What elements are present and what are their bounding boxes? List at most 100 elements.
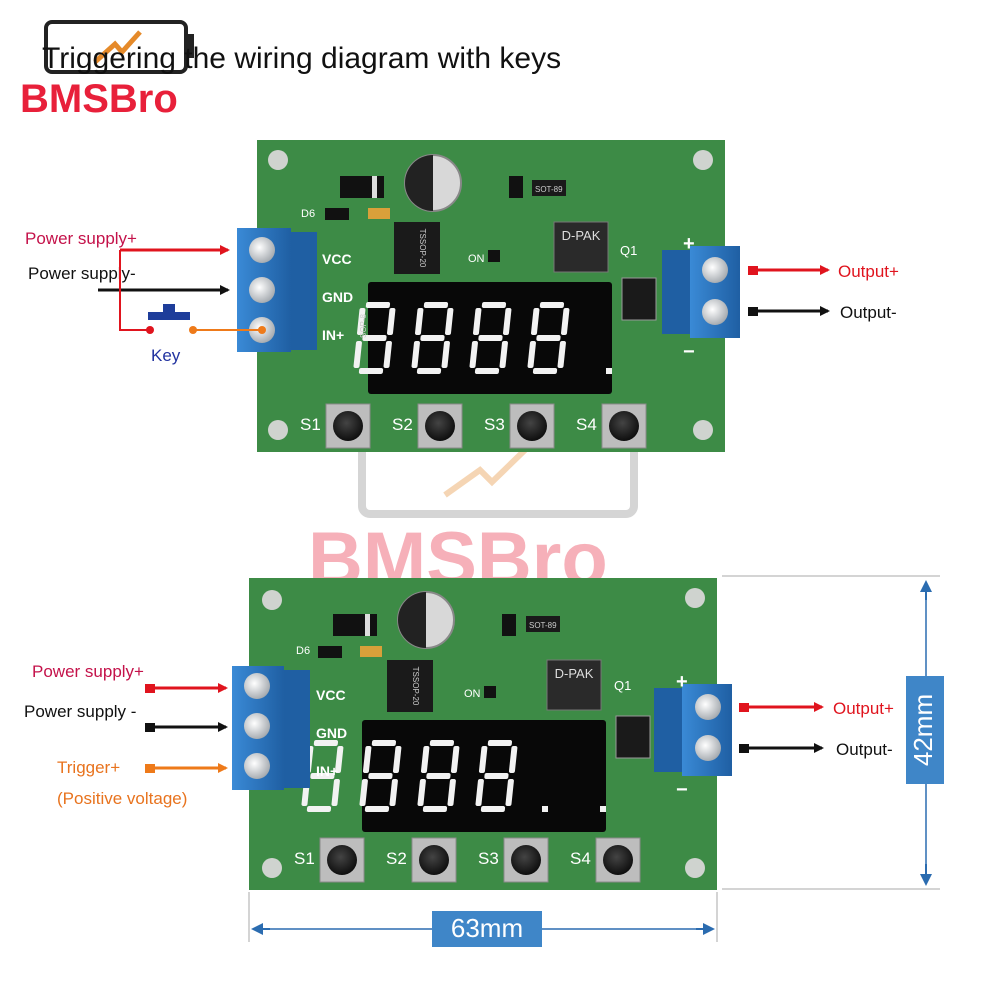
sma-diode	[621, 277, 657, 321]
seven-segment-digit	[527, 302, 612, 374]
segment	[371, 740, 397, 746]
push-button-s1[interactable]	[327, 845, 357, 875]
push-button-s3[interactable]	[511, 845, 541, 875]
seven-segment-digit	[411, 302, 496, 374]
push-button-s3[interactable]	[517, 411, 547, 441]
label-output-plus: Output+	[833, 699, 894, 718]
label-power-plus: Power supply+	[32, 662, 144, 681]
segment	[502, 308, 512, 335]
segment	[358, 368, 384, 374]
label-dpak: D-PAK	[562, 228, 601, 243]
brand-logo: BMSBro	[20, 20, 194, 121]
push-button-s4[interactable]	[603, 845, 633, 875]
screw-icon	[695, 694, 721, 720]
segment	[557, 341, 566, 368]
label-gnd: GND	[316, 725, 347, 741]
led	[488, 250, 500, 262]
mount-hole	[693, 150, 713, 170]
label-s1: S1	[294, 849, 315, 868]
screw-icon	[244, 753, 270, 779]
tssop-chip	[387, 660, 433, 712]
label-s3: S3	[478, 849, 499, 868]
screw-icon	[702, 257, 728, 283]
battery-terminal-icon	[186, 34, 194, 58]
mount-hole	[262, 590, 282, 610]
segment	[487, 740, 513, 746]
label-s4: S4	[570, 849, 591, 868]
output-terminal-block	[662, 246, 740, 338]
decimal-point	[542, 806, 548, 812]
label-power-minus: Power supply-	[28, 264, 136, 283]
terminal-side	[291, 232, 317, 350]
smd-component	[368, 208, 390, 219]
label-s2: S2	[392, 415, 413, 434]
segment	[505, 779, 514, 806]
segment	[313, 740, 339, 746]
width-dimension: 63mm	[451, 913, 523, 943]
label-q1: Q1	[614, 678, 631, 693]
push-button-s4[interactable]	[609, 411, 639, 441]
key-contact-left	[146, 326, 154, 334]
segment	[423, 302, 449, 308]
segment	[508, 746, 518, 773]
segment	[310, 773, 335, 779]
label-tssop: TSSOP-20	[418, 229, 427, 268]
label-s2: S2	[386, 849, 407, 868]
segment	[353, 341, 362, 368]
segment	[429, 740, 455, 746]
label-output-plus: Output+	[838, 262, 899, 281]
led-digits	[353, 302, 612, 374]
input-terminal-block	[232, 666, 310, 790]
screw-icon	[244, 713, 270, 739]
dpak-chip	[546, 659, 602, 711]
smd-component	[509, 176, 523, 198]
label-sop: SOP-8	[359, 313, 368, 338]
smd-component	[502, 614, 516, 636]
segment	[392, 746, 402, 773]
screw-icon	[695, 735, 721, 761]
wire-to-key	[119, 250, 148, 331]
push-button-s2[interactable]	[419, 845, 449, 875]
push-button-s1[interactable]	[333, 411, 363, 441]
segment	[530, 308, 540, 335]
label-on: ON	[464, 688, 481, 700]
segment	[306, 806, 332, 812]
led-display	[362, 720, 606, 832]
wire-end	[748, 307, 758, 316]
label-trigger-note: (Positive voltage)	[57, 789, 187, 808]
diode	[340, 176, 384, 198]
segment	[560, 308, 570, 335]
wire-end	[145, 684, 155, 693]
led	[484, 686, 496, 698]
segment	[368, 773, 393, 779]
label-d6: D6	[301, 208, 315, 220]
label-dpak: D-PAK	[555, 666, 594, 681]
segment	[532, 368, 558, 374]
label-output-minus: Output-	[836, 740, 893, 759]
label-power-minus: Power supply -	[24, 702, 136, 721]
seven-segment-digit	[359, 740, 490, 812]
segment	[420, 746, 430, 773]
segment	[484, 773, 509, 779]
segment	[447, 779, 456, 806]
mount-hole	[268, 420, 288, 440]
label-s4: S4	[576, 415, 597, 434]
mount-hole	[262, 858, 282, 878]
smd-component	[318, 646, 342, 658]
watermark: BMSBro	[308, 426, 638, 602]
width-badge	[432, 911, 542, 947]
label-sot: SOT-89	[529, 621, 557, 630]
segment	[472, 308, 482, 335]
label-tssop: TSSOP-20	[411, 667, 420, 706]
height-dimension: 42mm	[908, 694, 938, 766]
mount-hole	[685, 858, 705, 878]
capacitor-marking	[405, 155, 433, 211]
segment	[539, 302, 565, 308]
terminal-side	[662, 250, 690, 334]
label-plus: +	[683, 233, 695, 255]
wire-end	[748, 266, 758, 275]
screw-icon	[249, 237, 275, 263]
push-button-s2[interactable]	[425, 411, 455, 441]
segment	[416, 368, 442, 374]
